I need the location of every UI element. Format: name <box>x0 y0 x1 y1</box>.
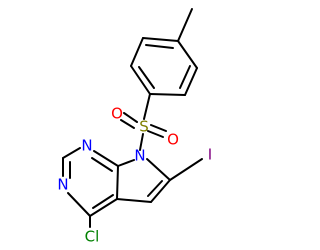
bond-ring1-a <box>142 37 179 42</box>
atom-n1: N <box>81 137 92 155</box>
bond-c4-c4a <box>89 198 118 217</box>
molecule-structure-diagram: S O O N N N I Cl <box>57 8 212 246</box>
atom-o1: O <box>111 105 123 123</box>
atom-n3: N <box>57 176 68 194</box>
bond-c5-c4a <box>116 198 152 203</box>
bond-s-n7 <box>139 133 144 151</box>
atom-i: I <box>208 146 212 164</box>
bond-ring1-d <box>149 93 186 96</box>
atom-o2: O <box>167 131 179 149</box>
bond-ring1-e <box>184 67 198 96</box>
bond-c4-c4a-dbl <box>92 194 114 209</box>
bond-ring1-b <box>130 37 144 67</box>
bond-ring1-c-dbl <box>138 66 155 89</box>
bond-ring1-e-dbl <box>179 65 191 89</box>
bond-c6-c5 <box>150 179 171 203</box>
bond-methyl <box>177 8 193 42</box>
bond-n7-c7a <box>117 159 135 167</box>
bond-n3-c4 <box>67 192 91 217</box>
bond-c6-c5-dbl <box>147 180 163 197</box>
bond-s-o1-a <box>123 112 138 123</box>
bond-s-o2-a <box>150 124 167 132</box>
bond-s-o1-b <box>120 119 135 129</box>
bond-c7a-n1-dbl <box>91 157 113 172</box>
bond-ring1-c <box>130 65 151 95</box>
atom-n7: N <box>134 147 145 165</box>
bond-n1-c2 <box>62 147 81 159</box>
bond-c6-i <box>169 158 203 181</box>
bond-c4a-c7a <box>116 165 119 200</box>
bond-ring1-a-dbl <box>145 44 174 49</box>
bond-s-o2-b <box>147 130 164 138</box>
molecule-svg: S O O N N N I Cl <box>57 8 212 246</box>
bond-c7a-n1 <box>93 150 119 167</box>
bond-c-s <box>143 93 151 120</box>
atom-cl: Cl <box>85 228 100 246</box>
bond-n7-c6 <box>146 158 171 181</box>
bond-ring1-f <box>177 40 198 69</box>
atom-s: S <box>139 118 149 136</box>
